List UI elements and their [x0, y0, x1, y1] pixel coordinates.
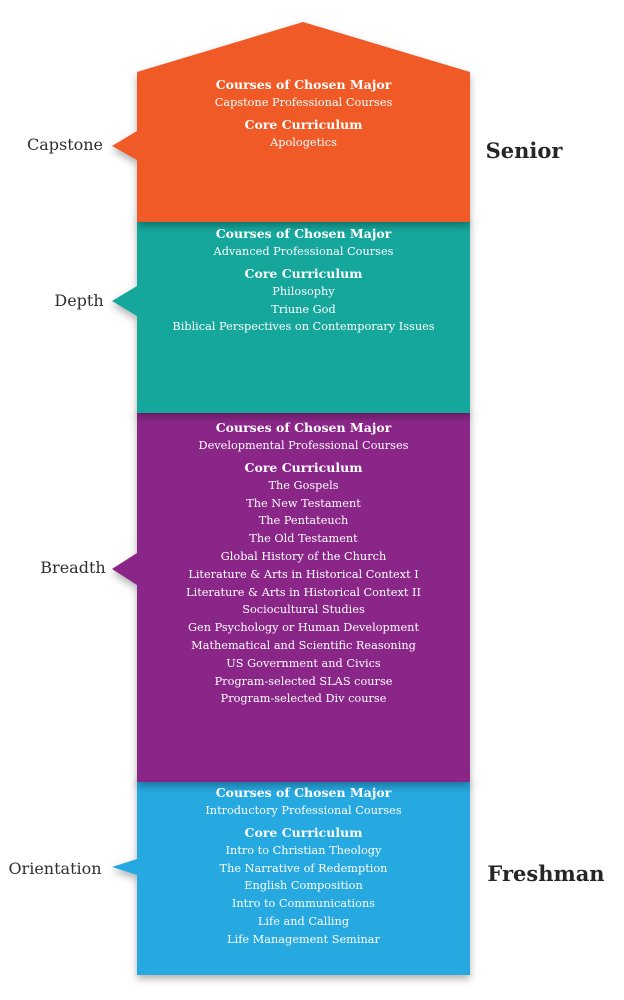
orientation-core-course: The Narrative of Redemption: [219, 861, 388, 875]
orientation-courses: Courses of Chosen Major Introductory Pro…: [137, 784, 470, 949]
orientation-core-course: Life and Calling: [257, 914, 350, 928]
breadth-core-course: Gen Psychology or Human Development: [188, 621, 419, 635]
stage-label-orientation: Orientation: [8, 859, 102, 878]
breadth-core-course: US Government and Civics: [226, 656, 381, 670]
breadth-core-course: The Pentateuch: [258, 514, 349, 528]
breadth-core-course: Program-selected SLAS course: [214, 674, 393, 688]
depth-core-course: Philosophy: [272, 284, 335, 298]
orientation-core-course: Intro to Christian Theology: [225, 843, 382, 857]
capstone-core-heading: Core Curriculum: [244, 116, 363, 132]
breadth-core-heading: Core Curriculum: [244, 459, 363, 475]
stage-label-breadth: Breadth: [40, 558, 106, 577]
breadth-core-course: Literature & Arts in Historical Context …: [186, 585, 421, 599]
breadth-core-course: Program-selected Div course: [220, 692, 387, 706]
breadth-major-heading: Courses of Chosen Major: [215, 420, 392, 435]
breadth-block: [112, 363, 470, 782]
depth-core-course: Biblical Perspectives on Contemporary Is…: [172, 320, 435, 334]
orientation-core-course: Intro to Communications: [231, 897, 376, 911]
breadth-core-course: Global History of the Church: [220, 549, 387, 563]
capstone-courses: Courses of Chosen Major Capstone Profess…: [137, 76, 470, 152]
stage-label-depth: Depth: [54, 291, 104, 310]
capstone-core-course: Apologetics: [270, 135, 337, 149]
depth-courses: Courses of Chosen Major Advanced Profess…: [137, 225, 470, 336]
breadth-courses: Courses of Chosen Major Developmental Pr…: [137, 419, 470, 708]
orientation-major-heading: Courses of Chosen Major: [215, 785, 392, 800]
orientation-core-course: English Composition: [244, 879, 363, 893]
orientation-core-course: Life Management Seminar: [227, 932, 380, 946]
depth-block: [112, 174, 470, 413]
breadth-core-course: The New Testament: [246, 496, 361, 510]
breadth-core-course: The Old Testament: [249, 532, 358, 546]
breadth-core-course: Mathematical and Scientific Reasoning: [191, 638, 416, 652]
year-label-senior: Senior: [485, 138, 563, 163]
breadth-core-course: Literature & Arts in Historical Context …: [188, 567, 419, 581]
capstone-major-heading: Courses of Chosen Major: [215, 77, 392, 92]
orientation-block: [112, 733, 470, 975]
depth-core-heading: Core Curriculum: [244, 265, 363, 281]
capstone-block: [112, 22, 470, 222]
depth-core-course: Triune God: [271, 302, 336, 316]
capstone-major-course: Capstone Professional Courses: [214, 96, 393, 109]
orientation-major-course: Introductory Professional Courses: [205, 804, 402, 817]
breadth-major-course: Developmental Professional Courses: [198, 439, 409, 452]
depth-major-course: Advanced Professional Courses: [213, 245, 394, 258]
year-label-freshman: Freshman: [487, 861, 605, 886]
breadth-core-course: Sociocultural Studies: [242, 603, 365, 617]
orientation-core-heading: Core Curriculum: [244, 824, 363, 840]
stage-label-capstone: Capstone: [26, 135, 104, 154]
depth-major-heading: Courses of Chosen Major: [215, 226, 392, 241]
breadth-core-course: The Gospels: [268, 478, 339, 492]
